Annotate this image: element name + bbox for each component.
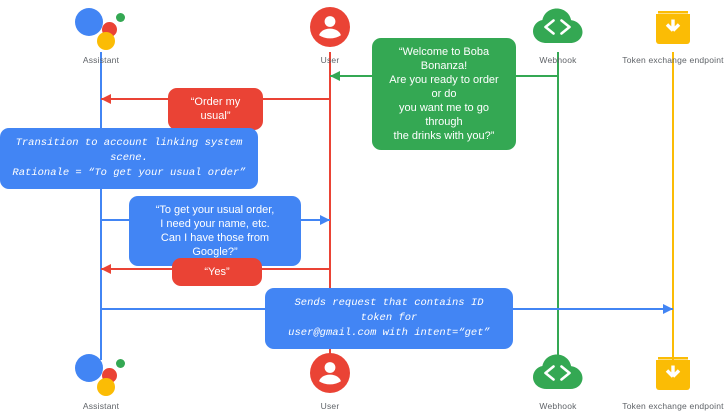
actor-webhook-top: Webhook (498, 4, 618, 66)
note-transition-account-linking: Transition to account linking system sce… (0, 128, 258, 189)
user-avatar-icon (270, 4, 390, 50)
actor-endpoint-top: Token exchange endpoint (613, 4, 725, 66)
bubble-line: I need your name, etc. (160, 218, 270, 230)
google-assistant-logo-icon (41, 4, 161, 50)
actor-label-webhook: Webhook (539, 401, 577, 411)
note-line: user@gmail.com with intent=“get” (288, 327, 490, 339)
actor-assistant-top: Assistant (41, 4, 161, 66)
lifeline-assistant (100, 52, 102, 360)
message-bubble-request-consent: “To get your usual order, I need your na… (129, 196, 301, 266)
bubble-line: Are you ready to order or do (389, 74, 499, 100)
actor-user-top: User (270, 4, 390, 66)
message-bubble-welcome: “Welcome to Boba Bonanza! Are you ready … (372, 38, 516, 150)
lifeline-webhook (557, 52, 559, 360)
actor-label-assistant: Assistant (82, 401, 120, 411)
arrow-head (663, 304, 673, 314)
download-box-icon (613, 350, 725, 396)
download-box-icon (613, 4, 725, 50)
actor-label-user: User (320, 55, 340, 65)
bubble-line: the drinks with you?” (393, 130, 495, 142)
lifeline-endpoint (672, 52, 674, 360)
note-line: Transition to account linking system sce… (15, 137, 243, 164)
actor-label-endpoint: Token exchange endpoint (622, 401, 724, 411)
actor-user-bottom: User (270, 350, 390, 412)
bubble-line: you want me to go through (399, 102, 489, 128)
actor-label-endpoint: Token exchange endpoint (622, 55, 724, 65)
user-avatar-icon (270, 350, 390, 396)
cloud-code-icon (498, 4, 618, 50)
actor-label-user: User (320, 401, 340, 411)
bubble-line: “To get your usual order, (155, 204, 275, 216)
note-sends-request-id-token: Sends request that contains ID token for… (265, 288, 513, 349)
google-assistant-logo-icon (41, 350, 161, 396)
bubble-line: “Yes” (204, 266, 230, 278)
bubble-line: Can I have those from Google?” (160, 232, 270, 258)
actor-label-assistant: Assistant (82, 55, 120, 65)
note-line: Sends request that contains ID token for (294, 297, 484, 324)
note-line: Rationale = “To get your usual order” (12, 167, 246, 179)
arrow-head (101, 264, 111, 274)
bubble-line: “Order my usual” (190, 96, 241, 122)
lifeline-user (329, 52, 331, 360)
arrow-head (320, 215, 330, 225)
arrow-head (330, 71, 340, 81)
actor-assistant-bottom: Assistant (41, 350, 161, 412)
actor-webhook-bottom: Webhook (498, 350, 618, 412)
actor-endpoint-bottom: Token exchange endpoint (613, 350, 725, 412)
arrow-head (101, 94, 111, 104)
bubble-line: “Welcome to Boba Bonanza! (398, 46, 490, 72)
message-bubble-order-my-usual: “Order my usual” (168, 88, 263, 130)
cloud-code-icon (498, 350, 618, 396)
actor-label-webhook: Webhook (539, 55, 577, 65)
message-bubble-yes: “Yes” (172, 258, 262, 286)
